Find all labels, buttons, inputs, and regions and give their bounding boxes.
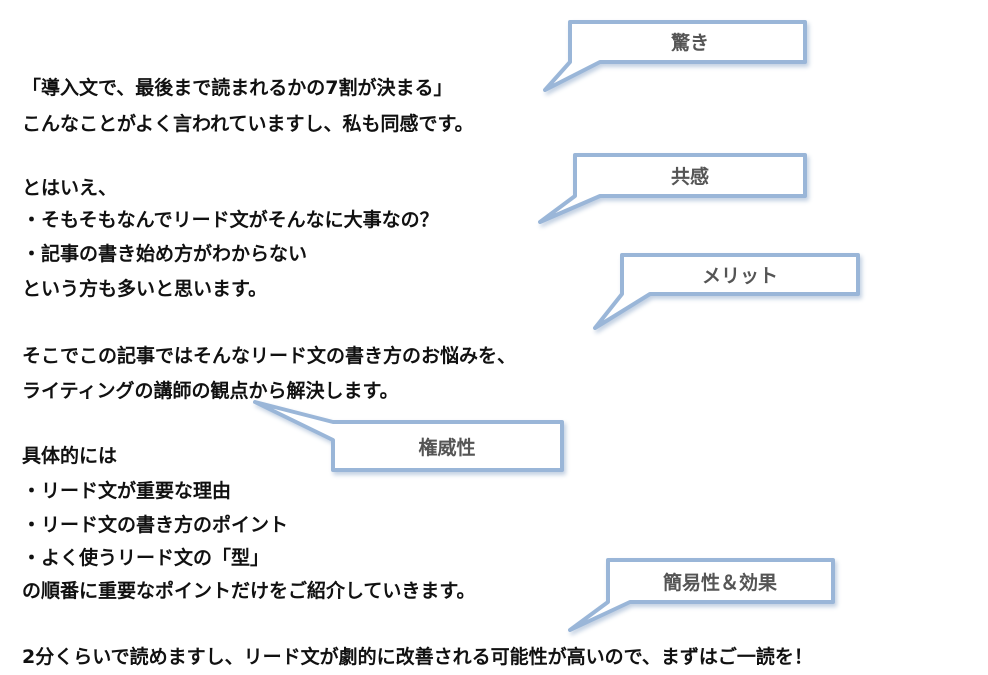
callout-surprise: 驚き: [543, 20, 807, 92]
callout-empathy-label: 共感: [671, 165, 709, 188]
text-line-3: とはいえ、: [22, 177, 118, 199]
text-line-4: ・そもそもなんでリード文がそんなに大事なの？: [22, 209, 439, 231]
callout-ease-effect: 簡易性＆効果: [568, 558, 835, 632]
callout-authority-label: 権威性: [418, 436, 475, 459]
text-line-5: ・記事の書き始め方がわからない: [22, 243, 308, 265]
text-line-14: 2分くらいで読めますし、リード文が劇的に改善される可能性が高いので、まずはご一読…: [22, 646, 813, 668]
text-line-9: 具体的には: [22, 445, 118, 467]
text-line-6: という方も多いと思います。: [22, 278, 268, 300]
callout-authority: 権威性: [253, 400, 564, 472]
callout-merit: メリット: [593, 253, 860, 330]
text-line-2: こんなことがよく言われていますし、私も同感です。: [22, 113, 474, 135]
text-line-12: ・よく使うリード文の「型」: [22, 547, 270, 569]
text-line-1: 「導入文で、最後まで読まれるかの7割が決まる」: [22, 77, 453, 99]
callout-merit-label: メリット: [702, 265, 778, 287]
callout-ease-effect-label: 簡易性＆効果: [663, 571, 777, 594]
text-line-13: の順番に重要なポイントだけをご紹介していきます。: [22, 580, 476, 602]
callout-empathy: 共感: [538, 153, 807, 224]
text-line-8: ライティングの講師の観点から解決します。: [22, 380, 399, 402]
text-line-10: ・リード文が重要な理由: [22, 480, 232, 502]
text-line-7: そこでこの記事ではそんなリード文の書き方のお悩みを、: [22, 345, 517, 367]
text-line-11: ・リード文の書き方のポイント: [22, 514, 289, 536]
callout-surprise-label: 驚き: [670, 31, 709, 54]
